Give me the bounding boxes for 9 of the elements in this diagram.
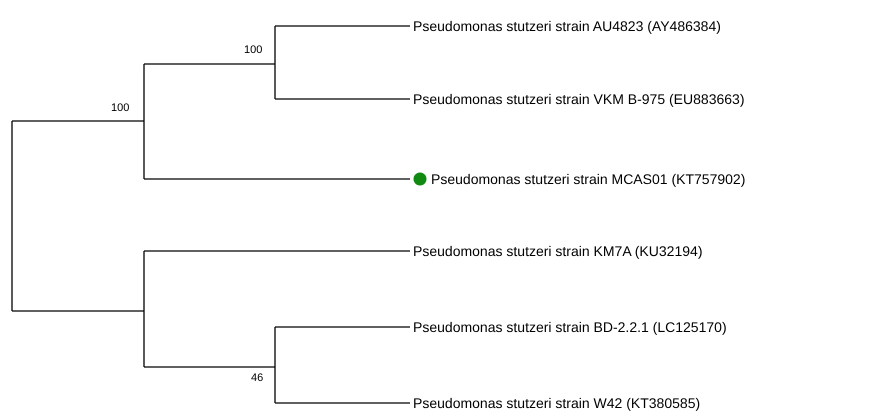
- taxon-label: Pseudomonas stutzeri strain AU4823 (AY486384): [413, 17, 721, 35]
- bootstrap-value: 100: [244, 44, 262, 57]
- taxon-label: Pseudomonas stutzeri strain MCAS01 (KT757902): [431, 170, 746, 188]
- taxon-label: Pseudomonas stutzeri strain W42 (KT380585): [413, 394, 700, 412]
- taxon-label: Pseudomonas stutzeri strain KM7A (KU32194): [413, 242, 702, 260]
- bootstrap-value: 100: [111, 102, 130, 115]
- bootstrap-value: 46: [251, 372, 264, 385]
- taxon-label: Pseudomonas stutzeri strain BD-2.2.1 (LC125170): [413, 318, 727, 336]
- taxon-label: Pseudomonas stutzeri strain VKM B-975 (EU883663): [413, 90, 744, 108]
